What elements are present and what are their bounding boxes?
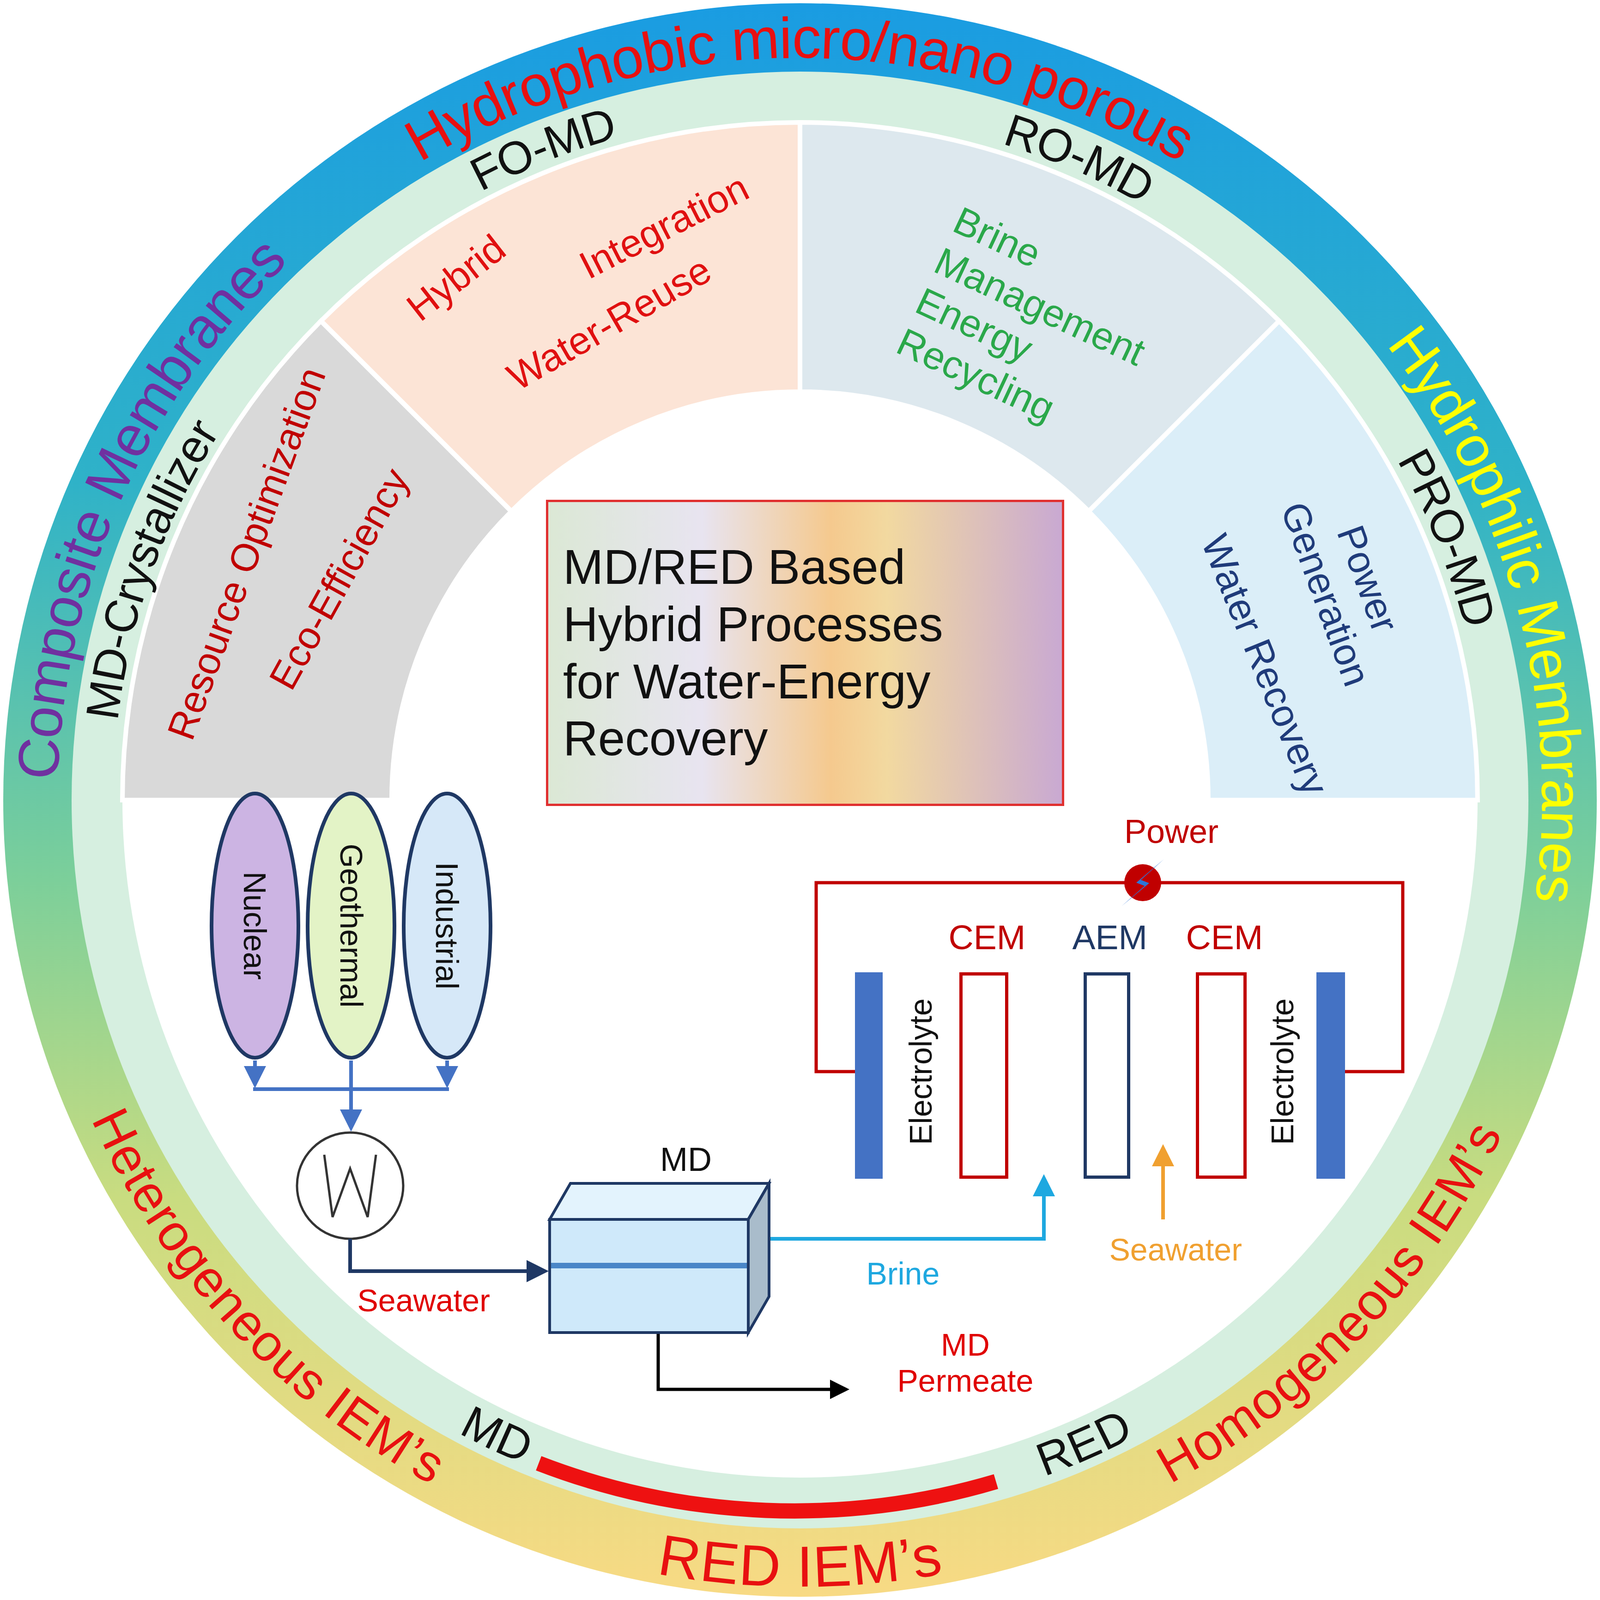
ring-letter: o bbox=[837, 6, 875, 73]
text-label: Seawater bbox=[1109, 1231, 1243, 1268]
electrode bbox=[1316, 972, 1346, 1179]
source-ellipse: Industrial bbox=[401, 791, 493, 1060]
text-label: Nuclear bbox=[236, 871, 273, 980]
text-label: Power bbox=[1124, 812, 1219, 851]
title-text: MD/RED Based Hybrid Processes for Water-… bbox=[563, 538, 1007, 768]
ring-letter: I bbox=[796, 1534, 814, 1599]
inner-ring bbox=[71, 71, 1529, 1529]
md-red-bar bbox=[538, 1463, 996, 1511]
source-ellipse: Geothermal bbox=[305, 791, 397, 1060]
md-box-shape bbox=[549, 1219, 749, 1333]
permeate-line bbox=[658, 1333, 847, 1390]
ring-letter bbox=[780, 1534, 798, 1599]
ellipse-outline bbox=[211, 793, 299, 1058]
center-disk bbox=[122, 122, 1478, 1478]
title-box: MD/RED Based Hybrid Processes for Water-… bbox=[545, 499, 1065, 807]
ring-letter: r bbox=[819, 6, 842, 71]
source-ellipse: Nuclear bbox=[209, 791, 301, 1060]
ring-letter: m bbox=[729, 6, 782, 73]
ring-letter: e bbox=[1527, 840, 1593, 878]
ring-letter: E bbox=[811, 1533, 853, 1599]
panel-sector bbox=[321, 122, 800, 512]
source-arrows bbox=[253, 1060, 449, 1128]
outer-band bbox=[3, 3, 1597, 1597]
ring-letter: C bbox=[6, 735, 72, 782]
text-label: MD bbox=[660, 1140, 712, 1179]
process-panel: FO-MDHybridIntegrationWater-Reuse bbox=[321, 122, 800, 512]
ring-letter: D bbox=[737, 1533, 783, 1599]
text-label: Brine bbox=[866, 1255, 940, 1292]
text-label: CEM bbox=[1186, 917, 1264, 958]
md-box-front bbox=[549, 1219, 749, 1333]
text-label: Industrial bbox=[429, 861, 466, 990]
ring-letter: c bbox=[791, 6, 822, 70]
md-box-top bbox=[549, 1183, 770, 1220]
ring-letter: a bbox=[1530, 778, 1594, 812]
text-label: Geothermal bbox=[333, 843, 370, 1008]
seawater-inlet-arrow bbox=[1161, 1147, 1165, 1220]
brine-line bbox=[770, 1177, 1044, 1239]
text-label: Electrolyte bbox=[1263, 998, 1300, 1145]
ring-letter: i bbox=[778, 6, 793, 70]
ellipse-outline bbox=[307, 793, 395, 1058]
ring-letter: r bbox=[1529, 757, 1594, 780]
ring-letter: M bbox=[848, 1528, 903, 1597]
text-label: CEM bbox=[948, 917, 1026, 958]
md-box-side bbox=[748, 1183, 770, 1333]
md-module: MD bbox=[549, 1219, 749, 1333]
power-load-symbol bbox=[1121, 859, 1164, 907]
text-label: AEM bbox=[1072, 917, 1148, 958]
md-membrane-line bbox=[551, 1262, 747, 1269]
electrode bbox=[854, 972, 883, 1179]
ion-exchange-membrane: CEM bbox=[1195, 972, 1247, 1179]
heat-exchanger bbox=[296, 1132, 404, 1239]
seawater-feed-line bbox=[350, 1238, 546, 1272]
text-label: Seawater bbox=[357, 1282, 491, 1319]
ring-letter: b bbox=[1527, 724, 1593, 762]
text-label: Electrolyte bbox=[902, 998, 939, 1145]
ellipse-outline bbox=[403, 793, 491, 1058]
text-label: MD Permeate bbox=[897, 1326, 1034, 1399]
ring-letter: E bbox=[697, 1528, 743, 1596]
ion-exchange-membrane: CEM bbox=[959, 972, 1009, 1179]
ring-letter: n bbox=[1529, 809, 1594, 844]
ring-letter: m bbox=[1521, 675, 1591, 732]
ion-exchange-membrane: AEM bbox=[1083, 972, 1131, 1179]
